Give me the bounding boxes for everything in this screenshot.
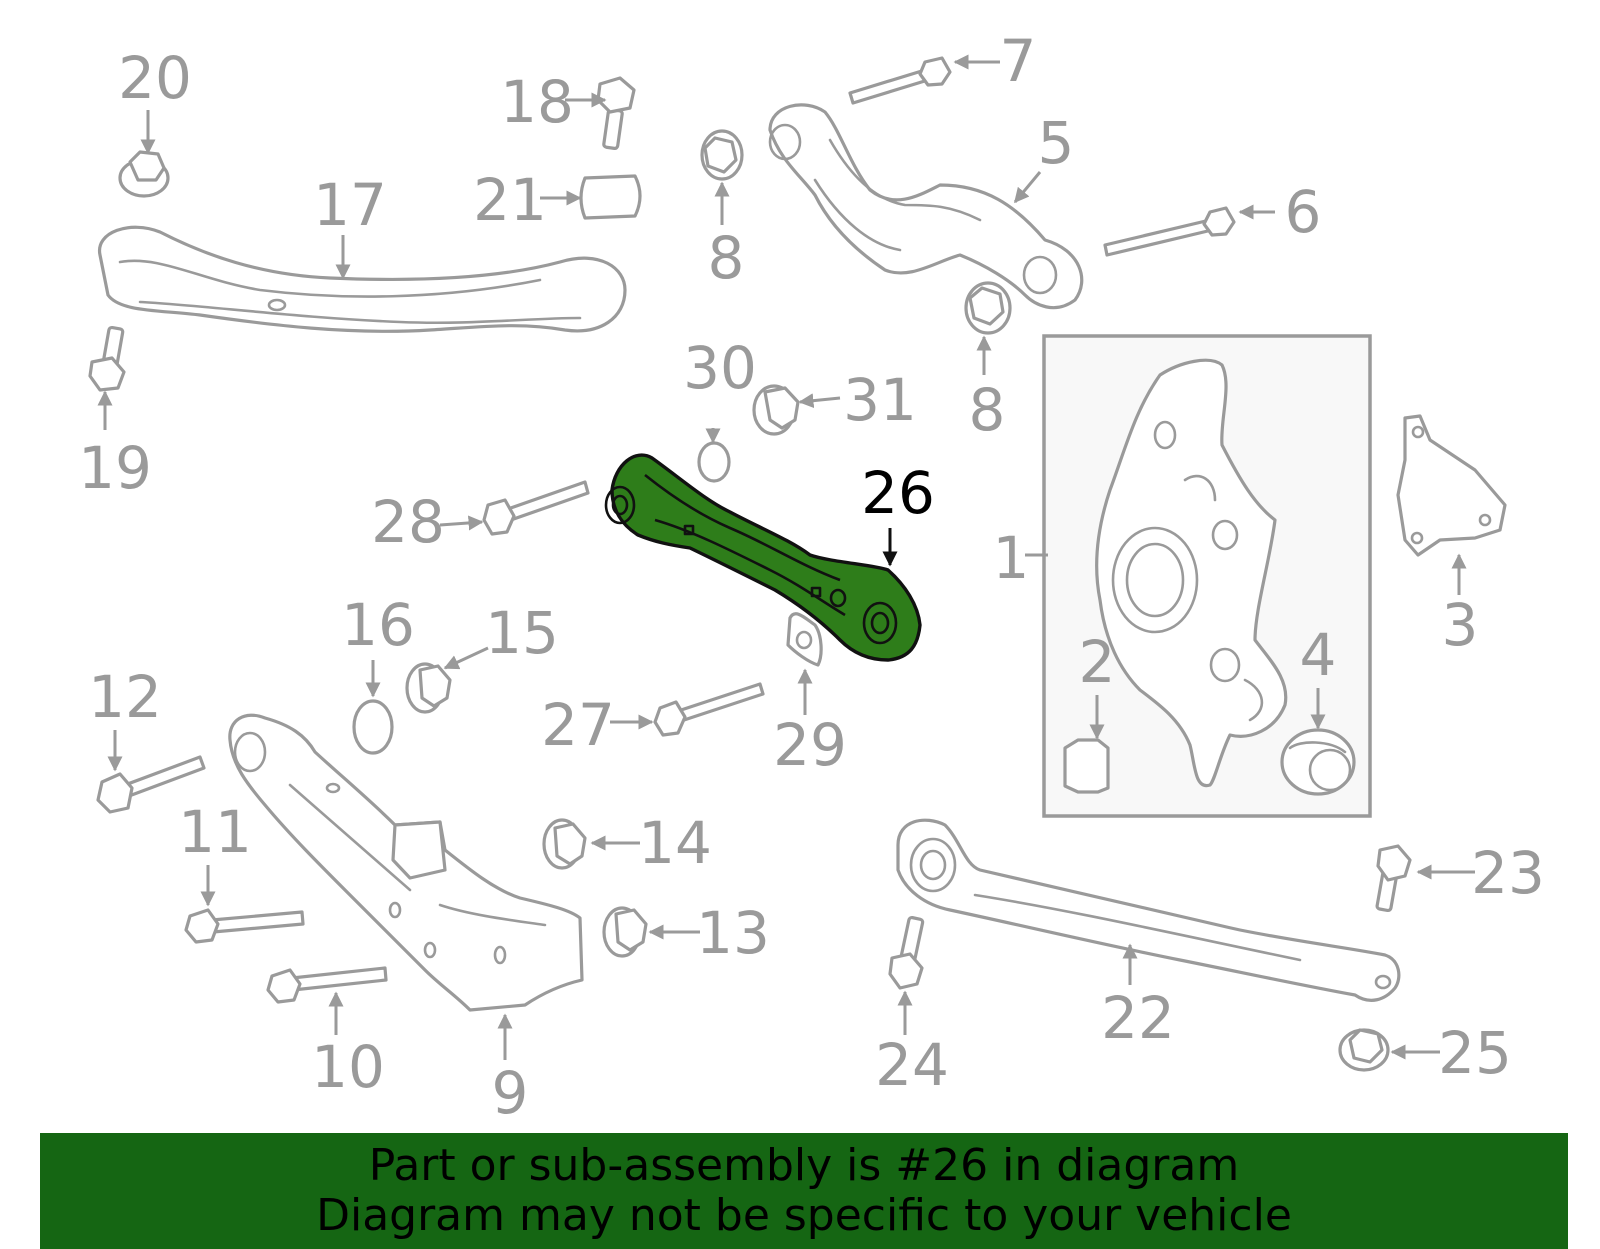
part-6-bolt[interactable] xyxy=(1103,206,1236,257)
callout-27: 27 xyxy=(541,691,615,759)
callout-12: 12 xyxy=(88,663,162,731)
part-15-nut[interactable] xyxy=(405,662,452,714)
callout-11: 11 xyxy=(178,798,252,866)
callout-10: 10 xyxy=(311,1033,385,1101)
callout-7: 7 xyxy=(1000,27,1037,95)
callout-24: 24 xyxy=(875,1031,949,1099)
part-9-subframe[interactable] xyxy=(228,713,584,1012)
callout-25: 25 xyxy=(1438,1019,1512,1087)
part-29-bracket[interactable] xyxy=(786,612,823,667)
callout-22: 22 xyxy=(1101,984,1175,1052)
part-28-bolt[interactable] xyxy=(482,480,590,536)
info-banner: Part or sub-assembly is #26 in diagram D… xyxy=(40,1133,1568,1249)
part-19-bolt[interactable] xyxy=(88,325,126,392)
part-31-nut[interactable] xyxy=(752,384,800,436)
callout-21: 21 xyxy=(473,166,547,234)
callout-8-lower: 8 xyxy=(969,376,1006,444)
part-8-nut-lower[interactable] xyxy=(964,281,1012,335)
callout-19: 19 xyxy=(78,434,152,502)
callout-23: 23 xyxy=(1471,839,1545,907)
part-16-washer[interactable] xyxy=(352,699,394,755)
callout-28: 28 xyxy=(371,488,445,556)
part-27-bolt[interactable] xyxy=(653,682,765,737)
callout-5: 5 xyxy=(1038,109,1075,177)
part-20-nut[interactable] xyxy=(118,150,170,198)
part-12-bolt[interactable] xyxy=(96,755,206,814)
part-13-nut[interactable] xyxy=(602,906,648,958)
callout-3: 3 xyxy=(1442,591,1479,659)
part-25-nut[interactable] xyxy=(1338,1028,1390,1072)
callout-26-highlighted: 26 xyxy=(861,459,935,527)
part-10-bolt[interactable] xyxy=(266,966,388,1004)
part-1-knuckle[interactable] xyxy=(1095,358,1288,788)
callout-1: 1 xyxy=(993,524,1030,592)
callout-18: 18 xyxy=(500,68,574,136)
banner-line-2: Diagram may not be specific to your vehi… xyxy=(316,1190,1292,1241)
part-3-cover-plate[interactable] xyxy=(1396,414,1507,557)
banner-line-1: Part or sub-assembly is #26 in diagram xyxy=(368,1140,1240,1191)
callout-labels: 20 18 21 17 19 7 8 5 6 8 1 2 4 3 30 31 2… xyxy=(78,27,1545,1127)
callout-9: 9 xyxy=(492,1059,529,1127)
callout-14: 14 xyxy=(638,809,712,877)
callout-2: 2 xyxy=(1079,628,1116,696)
part-5-upper-control-arm[interactable] xyxy=(768,103,1084,310)
leader-lines xyxy=(97,54,1475,1060)
callout-31: 31 xyxy=(843,366,917,434)
part-26-control-arm-highlighted[interactable] xyxy=(604,453,922,662)
part-17-trailing-link[interactable] xyxy=(98,225,627,333)
part-8-nut-upper[interactable] xyxy=(700,129,744,181)
callout-20: 20 xyxy=(118,44,192,112)
callout-29: 29 xyxy=(773,711,847,779)
part-7-bolt[interactable] xyxy=(848,56,952,105)
callout-30: 30 xyxy=(683,334,757,402)
part-4-bushing[interactable] xyxy=(1280,728,1356,796)
callout-16: 16 xyxy=(341,591,415,659)
callout-17: 17 xyxy=(313,171,387,239)
part-21-bushing[interactable] xyxy=(579,174,642,220)
callout-8-upper: 8 xyxy=(708,224,745,292)
callout-4: 4 xyxy=(1300,621,1337,689)
part-18-bolt[interactable] xyxy=(596,76,636,151)
callout-6: 6 xyxy=(1285,178,1322,246)
part-14-nut[interactable] xyxy=(542,818,587,870)
part-2-bushing[interactable] xyxy=(1063,738,1110,794)
part-22-lower-link[interactable] xyxy=(896,818,1401,1002)
callout-15: 15 xyxy=(485,599,559,667)
part-24-bolt[interactable] xyxy=(888,915,925,990)
part-30-washer[interactable] xyxy=(697,441,731,483)
diagram-canvas: 20 18 21 17 19 7 8 5 6 8 1 2 4 3 30 31 2… xyxy=(78,27,1545,1127)
callout-13: 13 xyxy=(696,899,770,967)
part-23-bolt[interactable] xyxy=(1375,844,1412,913)
part-11-bolt[interactable] xyxy=(184,908,305,944)
